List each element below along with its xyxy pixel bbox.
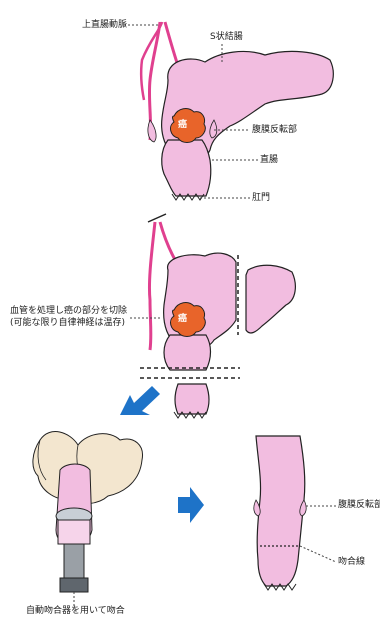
label-resection-note-2: (可能な限り自律神経は温存) [10,318,125,329]
panel-resection [130,214,295,418]
panel-anastomosis [254,436,336,590]
label-cancer: 癌 [178,311,187,324]
rectum-segment [164,335,211,370]
panel-stapler [33,432,143,606]
rectum [162,140,211,196]
label-sigmoid-colon: S状結腸 [210,32,243,43]
label-superior-rectal-artery: 上直腸動脈 [82,20,127,31]
label-peritoneal-reflection: 腹膜反転部 [252,125,297,136]
cancer-mass [171,109,206,143]
arrow-down-left-icon [120,386,160,415]
label-stapler-note: 自動吻合器を用いて吻合 [26,606,125,617]
vessel-cut [149,222,155,350]
label-rectum: 直腸 [260,155,278,166]
cancer-mass [171,303,206,337]
label-anus: 肛門 [252,193,270,204]
leader-line [300,546,336,562]
stapler-handle [60,578,88,592]
label-anastomosis-line: 吻合線 [338,557,365,568]
label-cancer: 癌 [178,117,187,130]
stapler-shaft [64,544,84,578]
colon-proximal [246,265,295,333]
vessel-ligation [148,214,166,222]
panel-anatomy [124,22,333,200]
rectal-stump [175,384,209,414]
stapler-body [58,520,90,544]
bowel-anastomosed [256,436,305,586]
label-resection-note-1: 血管を処理し癌の部分を切除 [10,306,127,317]
label-peritoneal-reflection-2: 腹膜反転部 [338,500,380,511]
arrow-right-icon [178,487,204,523]
